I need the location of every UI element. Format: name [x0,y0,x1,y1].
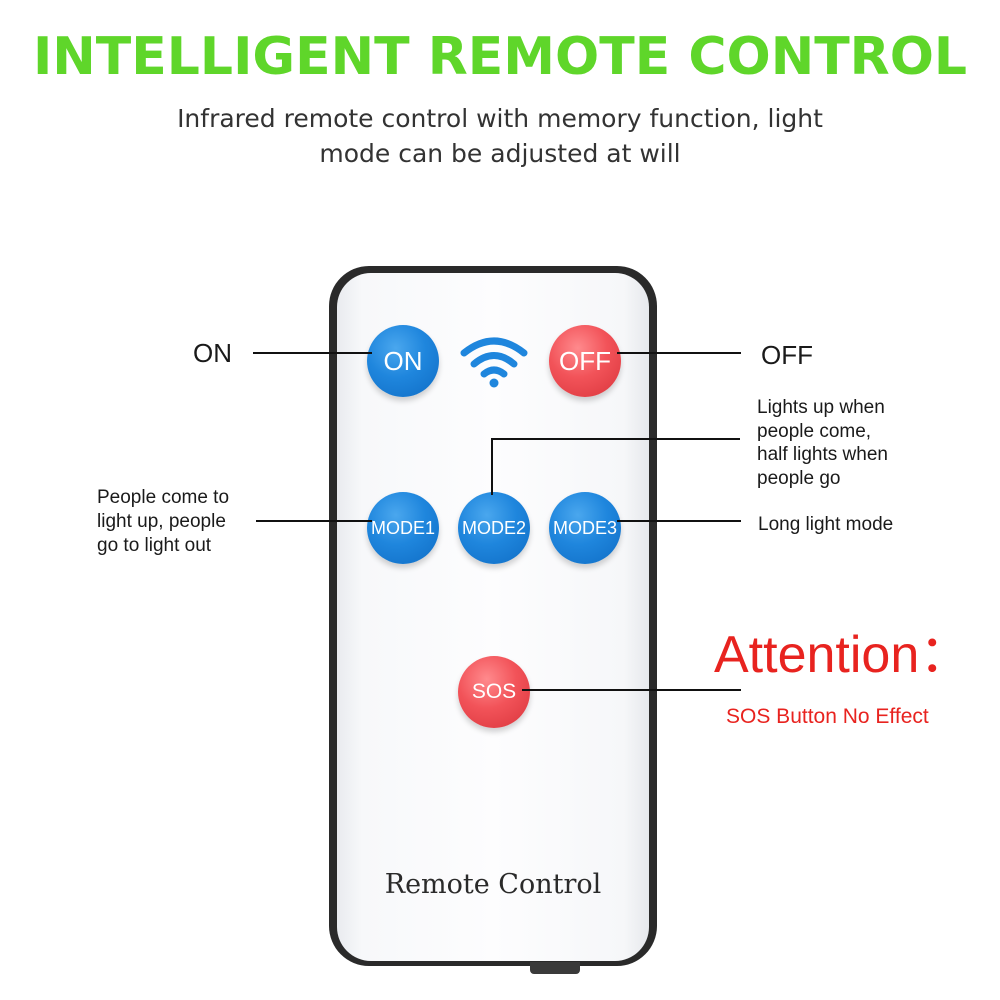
mode1-button-label: MODE1 [370,517,435,538]
mode2-callout-label: Lights up when people come, half lights … [757,396,888,490]
mode1-button[interactable]: MODE1 [367,492,439,564]
remote-battery-tab [530,962,580,974]
mode1-callout-line-2: light up, people [97,511,226,532]
mode3-callout-label: Long light mode [758,514,894,535]
attention-title: Attention： [714,626,972,684]
mode1-callout-line-1: People come to [97,487,230,508]
page-subtitle-line-1: Infrared remote control with memory func… [177,104,823,133]
mode2-button-label: MODE2 [461,517,526,538]
wifi-signal-icon [460,337,528,388]
page-subtitle-line-2: mode can be adjusted at will [319,139,681,168]
mode1-callout-label: People come to light up, people go to li… [97,486,229,558]
remote-brand-label: Remote Control [384,869,602,900]
on-button[interactable]: ON [367,325,439,397]
attention-note: SOS Button No Effect [726,705,929,728]
mode2-callout-line-1: Lights up when [757,397,885,418]
mode2-callout-line-2: people come, [757,420,872,442]
off-button-label: OFF [559,345,611,376]
page-title: INTELLIGENT REMOTE CONTROL [32,27,968,87]
sos-button-label: SOS [471,680,517,703]
off-callout-label: OFF [761,340,813,370]
mode2-callout-line-3: half lights when [757,444,888,465]
off-button[interactable]: OFF [549,325,621,397]
mode3-button[interactable]: MODE3 [549,492,621,564]
mode2-callout-line-4: people go [757,467,841,489]
mode3-button-label: MODE3 [552,517,617,538]
sos-button[interactable]: SOS [458,656,530,728]
on-callout-label: ON [193,338,232,368]
on-button-label: ON [383,345,423,376]
mode1-callout-line-3: go to light out [97,535,212,556]
mode2-button[interactable]: MODE2 [458,492,530,564]
